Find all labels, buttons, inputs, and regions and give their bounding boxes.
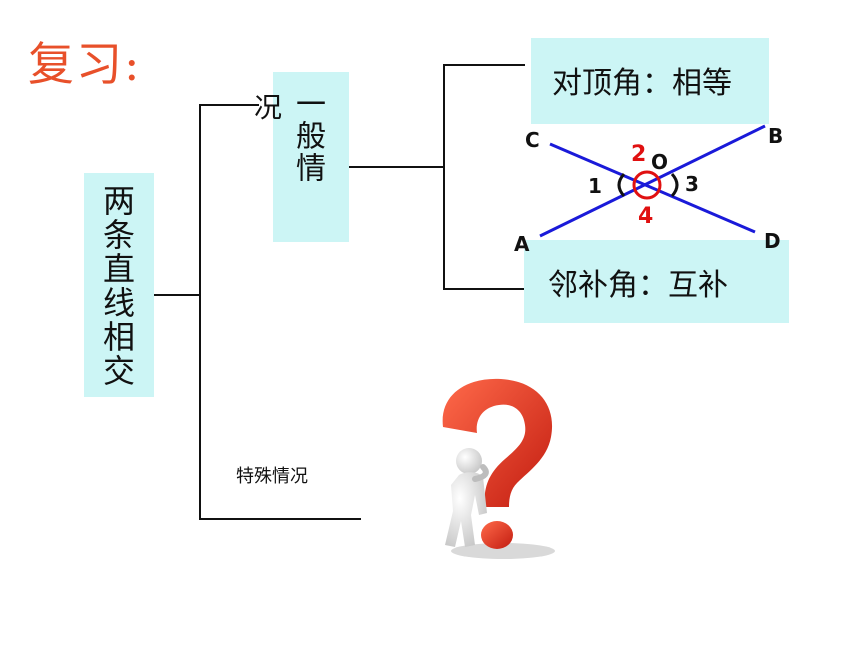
root-connector — [154, 294, 200, 296]
question-mark-figure-icon — [442, 378, 555, 559]
point-b-label: B — [768, 124, 784, 148]
point-d-label: D — [764, 229, 781, 253]
angle-3-arc — [670, 172, 679, 198]
root-box — [84, 173, 154, 397]
vertical-angles-label: 对顶角：相等 — [552, 66, 732, 101]
vertical-angles-box — [531, 38, 769, 124]
root-label: 两条直线相交 — [98, 184, 136, 388]
point-c-label: C — [525, 128, 540, 152]
point-o-label: O — [651, 150, 669, 174]
angle-3-label: 3 — [685, 172, 699, 196]
page-title: 复习: — [28, 37, 142, 91]
general-case-box — [273, 72, 349, 242]
line-ab — [539, 124, 766, 238]
point-a-label: A — [514, 232, 530, 256]
general-case-overflow: 况 — [254, 91, 283, 124]
line-cd — [549, 142, 756, 234]
intersection-circle — [632, 170, 662, 200]
angle-4-label: 4 — [638, 204, 654, 229]
adjacent-angles-box — [524, 240, 789, 323]
general-case-label: 一般情 — [290, 88, 325, 184]
adjacent-angles-branch — [443, 288, 525, 290]
special-case-label: 特殊情况 — [236, 466, 308, 487]
special-branch-line — [199, 518, 361, 520]
vertical-angles-branch — [443, 64, 525, 66]
angle-1-arc — [617, 172, 626, 198]
root-vertical-trunk — [199, 104, 201, 520]
adjacent-angles-label: 邻补角：互补 — [548, 268, 728, 303]
angle-2-label: 2 — [631, 142, 647, 167]
angle-1-label: 1 — [588, 174, 602, 198]
general-branch-line — [199, 104, 259, 106]
general-vertical-trunk — [443, 64, 445, 290]
general-connector — [349, 166, 444, 168]
